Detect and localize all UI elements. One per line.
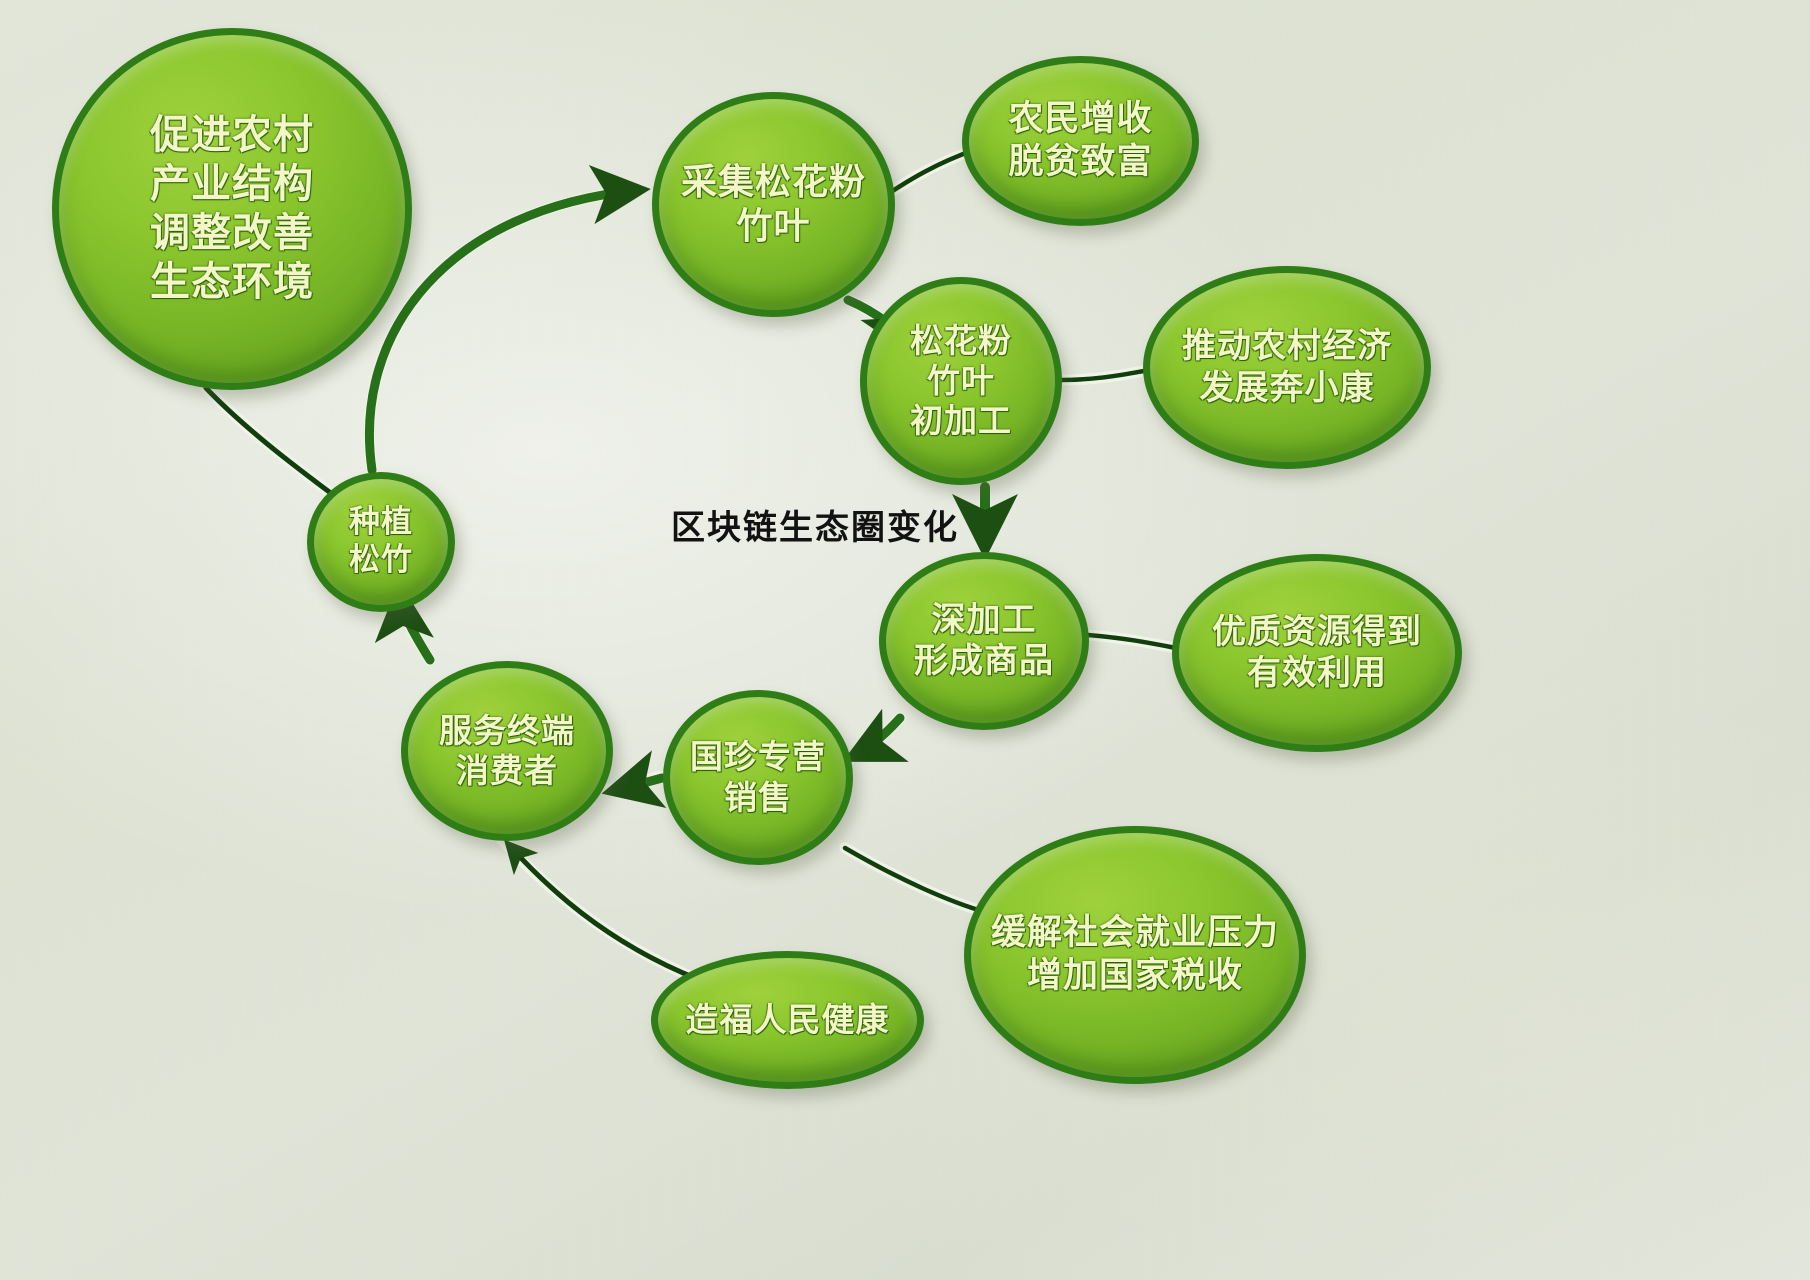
node-benefit-people-health[interactable]: 造福人民健康 bbox=[651, 951, 924, 1089]
edge-deep-sales bbox=[842, 708, 909, 762]
node-deep-processing-product[interactable]: 深加工 形成商品 bbox=[879, 552, 1089, 730]
node-primary-processing[interactable]: 松花粉 竹叶 初加工 bbox=[860, 277, 1062, 485]
node-label: 推动农村经济 发展奔小康 bbox=[1182, 326, 1392, 408]
node-label: 种植 松竹 bbox=[349, 504, 413, 578]
node-label: 松花粉 竹叶 初加工 bbox=[910, 320, 1012, 441]
node-label: 缓解社会就业压力 增加国家税收 bbox=[990, 913, 1279, 996]
node-label: 促进农村 产业结构 调整改善 生态环境 bbox=[150, 112, 314, 305]
node-label: 优质资源得到 有效利用 bbox=[1212, 611, 1422, 693]
node-plant-pine-bamboo[interactable]: 种植 松竹 bbox=[307, 472, 455, 612]
node-guozhen-exclusive-sales[interactable]: 国珍专营 销售 bbox=[663, 690, 853, 865]
edge-health-service bbox=[503, 839, 703, 983]
edge-sales-employment bbox=[842, 845, 988, 915]
node-label: 国珍专营 销售 bbox=[690, 737, 826, 817]
node-promote-rural-industry[interactable]: 促进农村 产业结构 调整改善 生态环境 bbox=[52, 28, 412, 390]
node-label: 造福人民健康 bbox=[685, 999, 890, 1039]
node-ease-employment-pressure[interactable]: 缓解社会就业压力 增加国家税收 bbox=[964, 826, 1306, 1084]
node-collect-pine-pollen[interactable]: 采集松花粉 竹叶 bbox=[652, 92, 895, 317]
edge-promote-plant bbox=[203, 385, 339, 500]
node-label: 采集松花粉 竹叶 bbox=[680, 161, 866, 247]
node-farmer-income-increase[interactable]: 农民增收 脱贫致富 bbox=[962, 56, 1199, 226]
edge-primary-economy bbox=[1057, 367, 1153, 383]
node-quality-resource-utilization[interactable]: 优质资源得到 有效利用 bbox=[1172, 554, 1462, 752]
diagram-center-title: 区块链生态圈变化 bbox=[671, 508, 959, 548]
node-label: 服务终端 消费者 bbox=[439, 710, 575, 790]
edge-deep-resource bbox=[1085, 632, 1179, 651]
edge-sales-service bbox=[601, 750, 667, 809]
edge-plant-collect bbox=[364, 165, 651, 475]
node-label: 农民增收 脱贫致富 bbox=[1008, 99, 1153, 182]
node-label: 深加工 形成商品 bbox=[914, 599, 1054, 681]
node-serve-end-consumer[interactable]: 服务终端 消费者 bbox=[401, 661, 613, 841]
node-promote-rural-economy[interactable]: 推动农村经济 发展奔小康 bbox=[1143, 266, 1431, 469]
